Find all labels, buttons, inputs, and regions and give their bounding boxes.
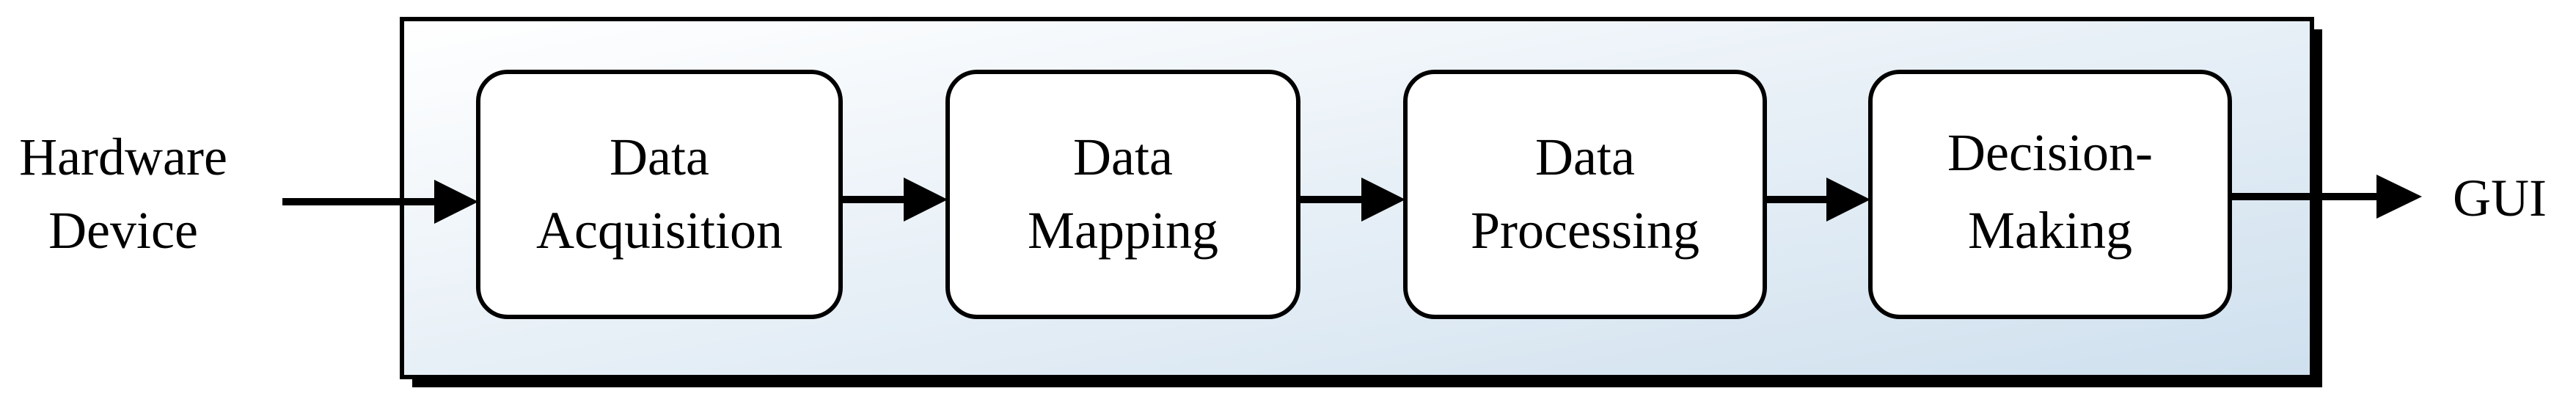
stage-label-data-mapping-line1: Data	[1073, 128, 1173, 186]
stage-label-decision-making-line1: Decision-	[1947, 123, 2153, 182]
stage-box-data-acquisition	[476, 70, 843, 319]
stage-box-data-mapping	[945, 70, 1300, 319]
stage-box-decision-making	[1868, 70, 2232, 319]
stage-label-data-acquisition-line1: Data	[610, 128, 709, 186]
stage-label-data-acquisition-line2: Acquisition	[536, 201, 783, 260]
input-label-line2: Device	[48, 201, 198, 260]
arrow-head-mapping-to-processing	[1361, 178, 1405, 222]
output-label: GUI	[2453, 169, 2547, 227]
arrow-head-processing-to-decision	[1826, 178, 1870, 222]
stage-label-data-processing-line2: Processing	[1471, 201, 1699, 260]
stage-box-data-processing	[1403, 70, 1767, 319]
stage-label-data-processing-line1: Data	[1535, 128, 1635, 186]
arrow-head-acquisition-to-mapping	[904, 178, 948, 222]
output-arrow-head	[2376, 175, 2422, 219]
input-label-line1: Hardware	[19, 128, 227, 186]
stage-label-decision-making-line2: Making	[1968, 201, 2132, 260]
input-arrow-head	[434, 180, 478, 224]
stage-label-data-mapping-line2: Mapping	[1028, 201, 1218, 260]
